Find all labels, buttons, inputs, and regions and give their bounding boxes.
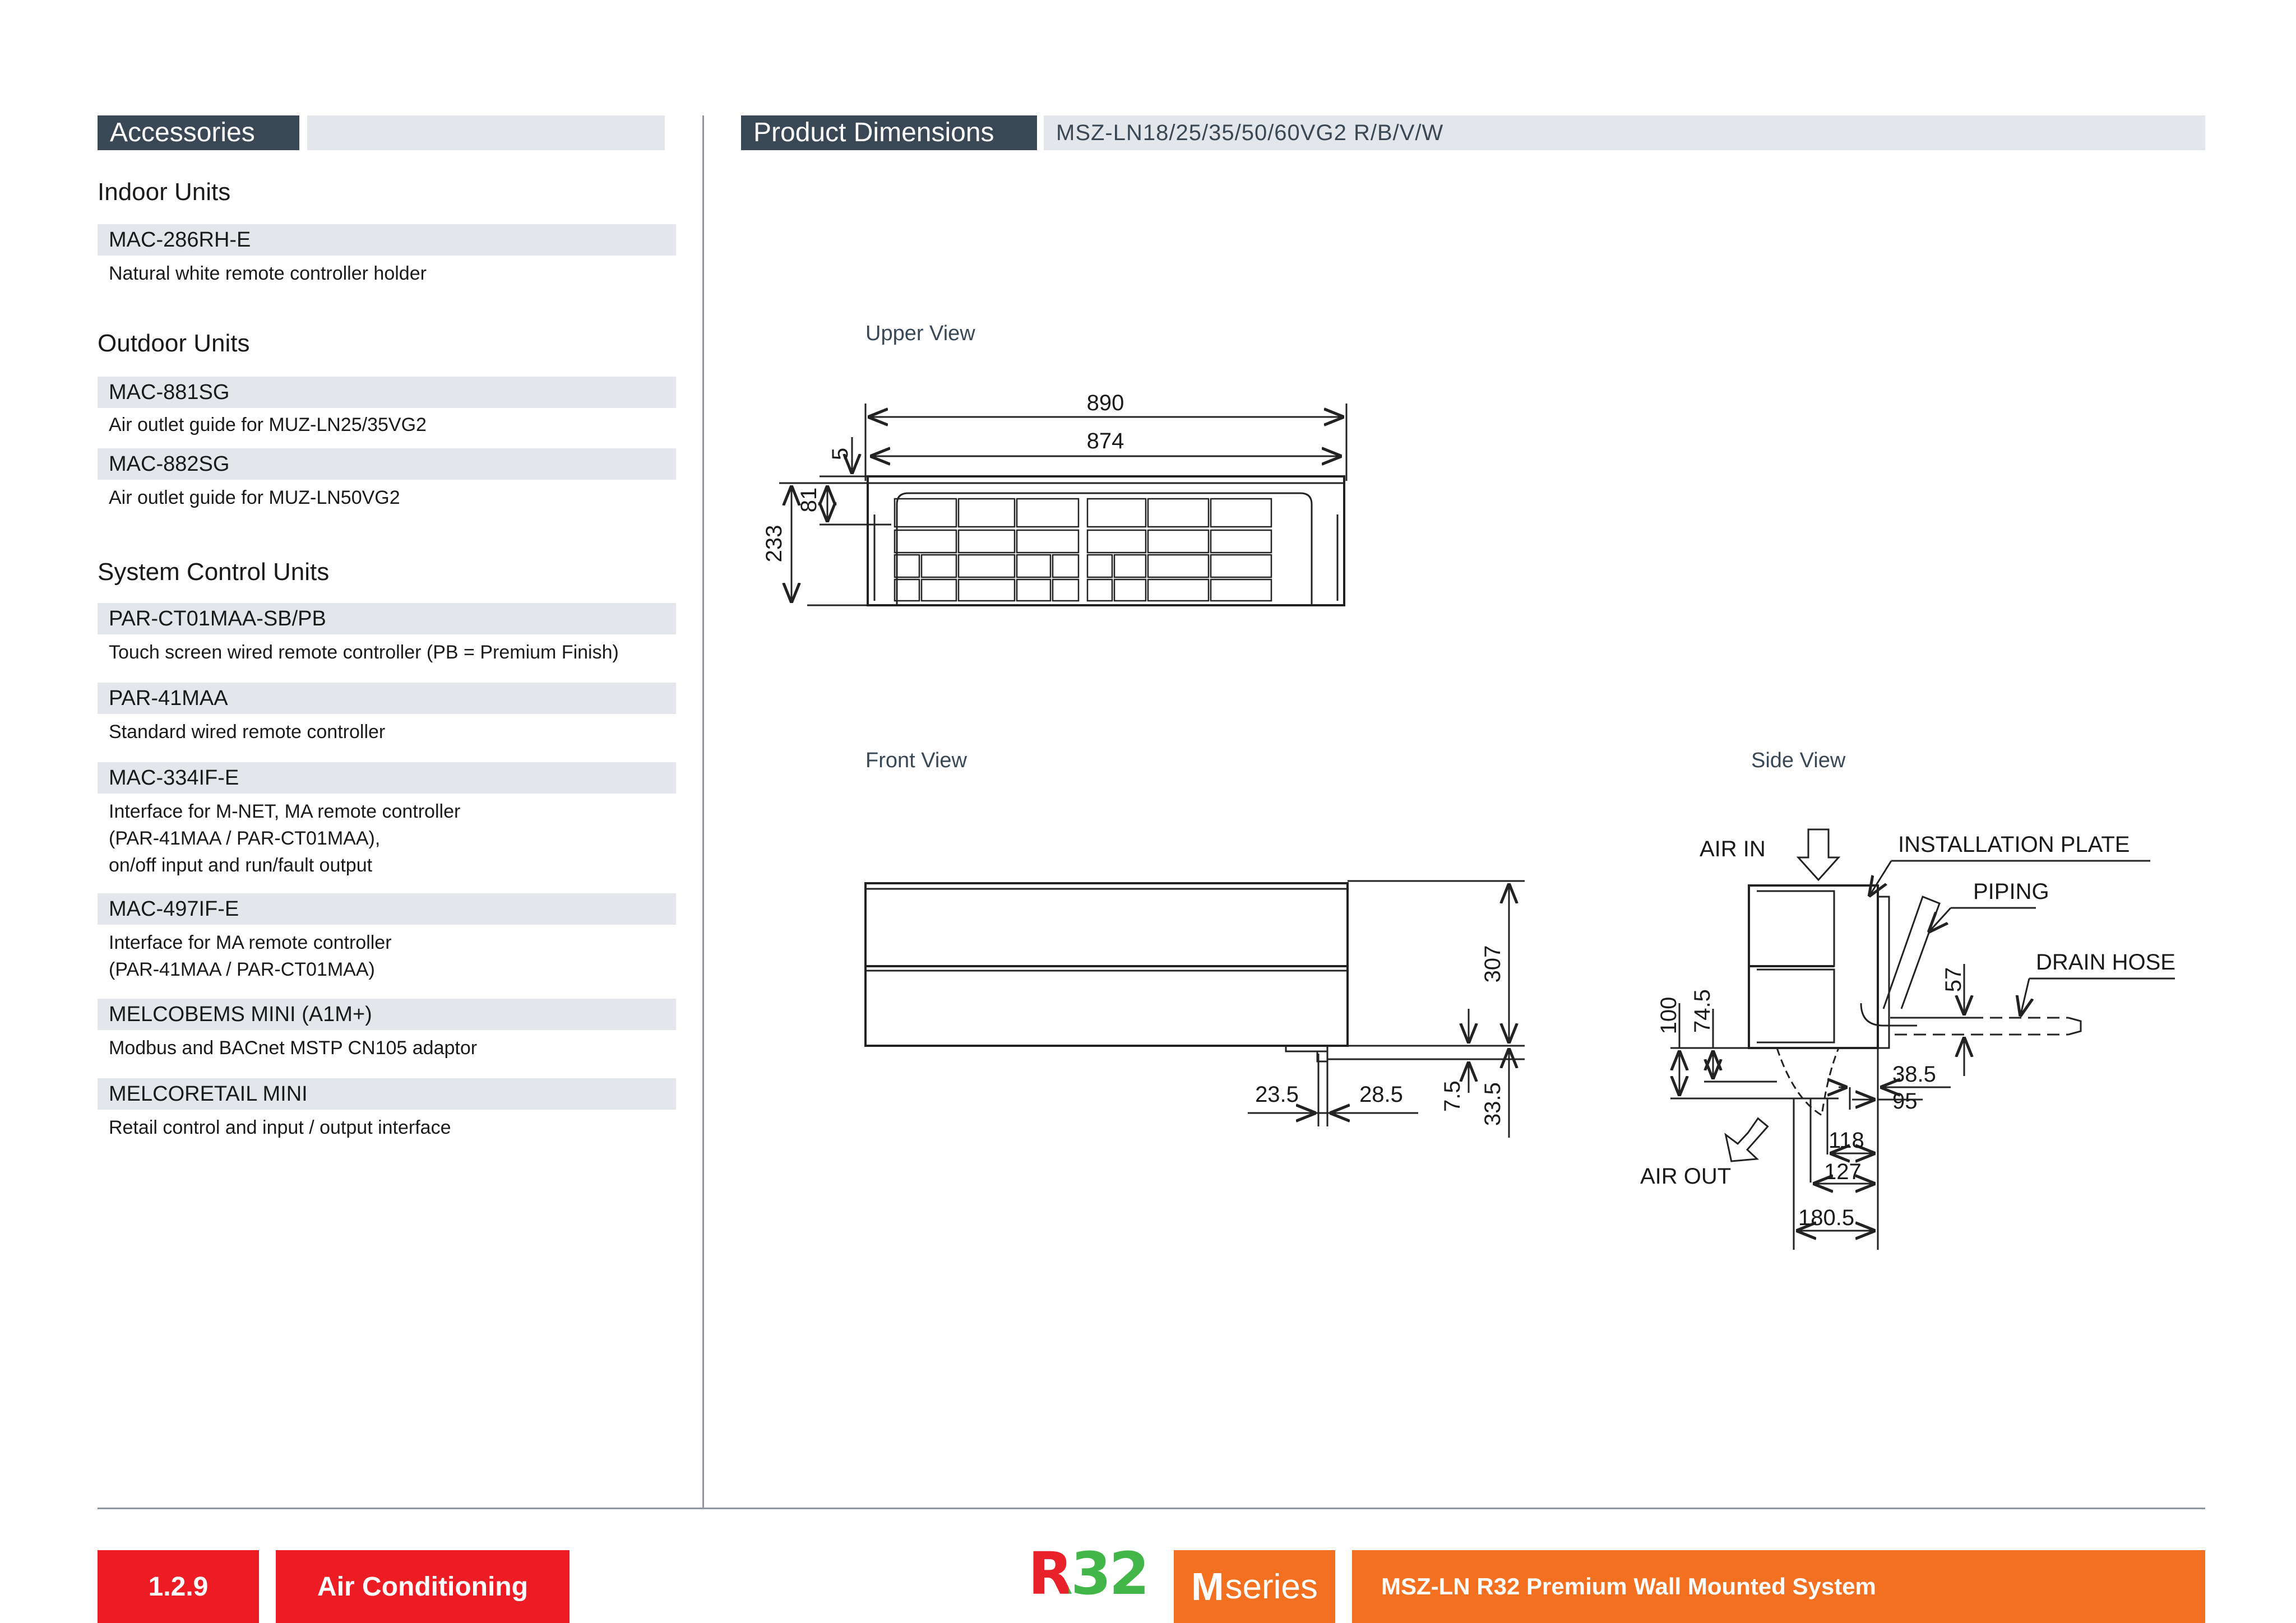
side-view-label: Side View xyxy=(1751,749,1846,772)
item-code: PAR-41MAA xyxy=(98,683,676,714)
accessories-title-bar xyxy=(307,115,665,150)
group-heading-system-control: System Control Units xyxy=(98,558,330,586)
dim-23-5: 23.5 xyxy=(1255,1082,1299,1107)
product-title: MSZ-LN R32 Premium Wall Mounted System xyxy=(1352,1550,2205,1623)
dim-5: 5 xyxy=(828,448,853,460)
item-desc: Air outlet guide for MUZ-LN50VG2 xyxy=(109,487,400,508)
label-air-in: AIR IN xyxy=(1700,837,1766,861)
item-code: MELCOBEMS MINI (A1M+) xyxy=(98,999,676,1030)
item-code: MELCORETAIL MINI xyxy=(98,1078,676,1110)
dim-890: 890 xyxy=(1087,391,1124,415)
item-code: MAC-881SG xyxy=(98,377,676,408)
column-divider xyxy=(702,115,704,1509)
dim-28-5: 28.5 xyxy=(1359,1082,1403,1107)
section-label: Air Conditioning xyxy=(276,1550,570,1623)
dim-307: 307 xyxy=(1480,945,1505,983)
dim-874: 874 xyxy=(1087,429,1124,453)
model-title: MSZ-LN18/25/35/50/60VG2 R/B/V/W xyxy=(1044,115,2205,150)
side-view-drawing xyxy=(1670,828,2175,1250)
dim-95: 95 xyxy=(1892,1089,1918,1114)
item-desc: Touch screen wired remote controller (PB… xyxy=(109,642,619,663)
dim-7-5: 7.5 xyxy=(1440,1081,1465,1112)
item-desc: Retail control and input / output interf… xyxy=(109,1117,451,1138)
dim-180-5: 180.5 xyxy=(1798,1205,1854,1230)
dim-100: 100 xyxy=(1656,997,1681,1035)
item-code: MAC-882SG xyxy=(98,448,676,480)
item-code: MAC-497IF-E xyxy=(98,893,676,925)
dim-38-5: 38.5 xyxy=(1892,1062,1936,1087)
dim-81: 81 xyxy=(797,488,821,513)
r32-logo-text: R32 xyxy=(1028,1539,1150,1608)
label-drain-hose: DRAIN HOSE xyxy=(2036,950,2175,975)
mseries-m: M xyxy=(1191,1565,1224,1608)
front-view-drawing xyxy=(864,880,1525,1138)
label-air-out: AIR OUT xyxy=(1640,1164,1731,1189)
accessories-title: Accessories xyxy=(98,115,299,150)
item-desc: Standard wired remote controller xyxy=(109,721,386,743)
label-installation-plate: INSTALLATION PLATE xyxy=(1898,832,2130,857)
mseries-logo: M series xyxy=(1174,1550,1335,1623)
front-view-label: Front View xyxy=(865,749,967,772)
dim-57: 57 xyxy=(1941,967,1966,993)
group-heading-indoor: Indoor Units xyxy=(98,178,231,206)
upper-view-label: Upper View xyxy=(865,322,975,345)
mseries-word: series xyxy=(1225,1567,1318,1606)
item-code: MAC-334IF-E xyxy=(98,762,676,794)
dimensions-title: Product Dimensions xyxy=(741,115,1037,150)
page-number: 1.2.9 xyxy=(98,1550,259,1623)
dim-33-5: 33.5 xyxy=(1480,1082,1505,1126)
item-desc: Natural white remote controller holder xyxy=(109,263,427,284)
dim-233: 233 xyxy=(762,525,786,563)
label-piping: PIPING xyxy=(1973,879,2049,904)
footer-divider xyxy=(98,1508,2205,1509)
dim-118: 118 xyxy=(1829,1128,1864,1153)
item-desc: Air outlet guide for MUZ-LN25/35VG2 xyxy=(109,414,427,435)
r32-logo: R32 xyxy=(1028,1545,1150,1603)
item-desc: Interface for MA remote controller (PAR-… xyxy=(109,932,392,980)
dim-127: 127 xyxy=(1824,1160,1862,1184)
group-heading-outdoor: Outdoor Units xyxy=(98,330,250,357)
upper-view-drawing xyxy=(779,404,1348,606)
item-code: MAC-286RH-E xyxy=(98,224,676,256)
item-desc: Interface for M-NET, MA remote controlle… xyxy=(109,801,461,876)
item-code: PAR-CT01MAA-SB/PB xyxy=(98,603,676,634)
dim-74-5: 74.5 xyxy=(1690,989,1715,1033)
item-desc: Modbus and BACnet MSTP CN105 adaptor xyxy=(109,1037,478,1059)
